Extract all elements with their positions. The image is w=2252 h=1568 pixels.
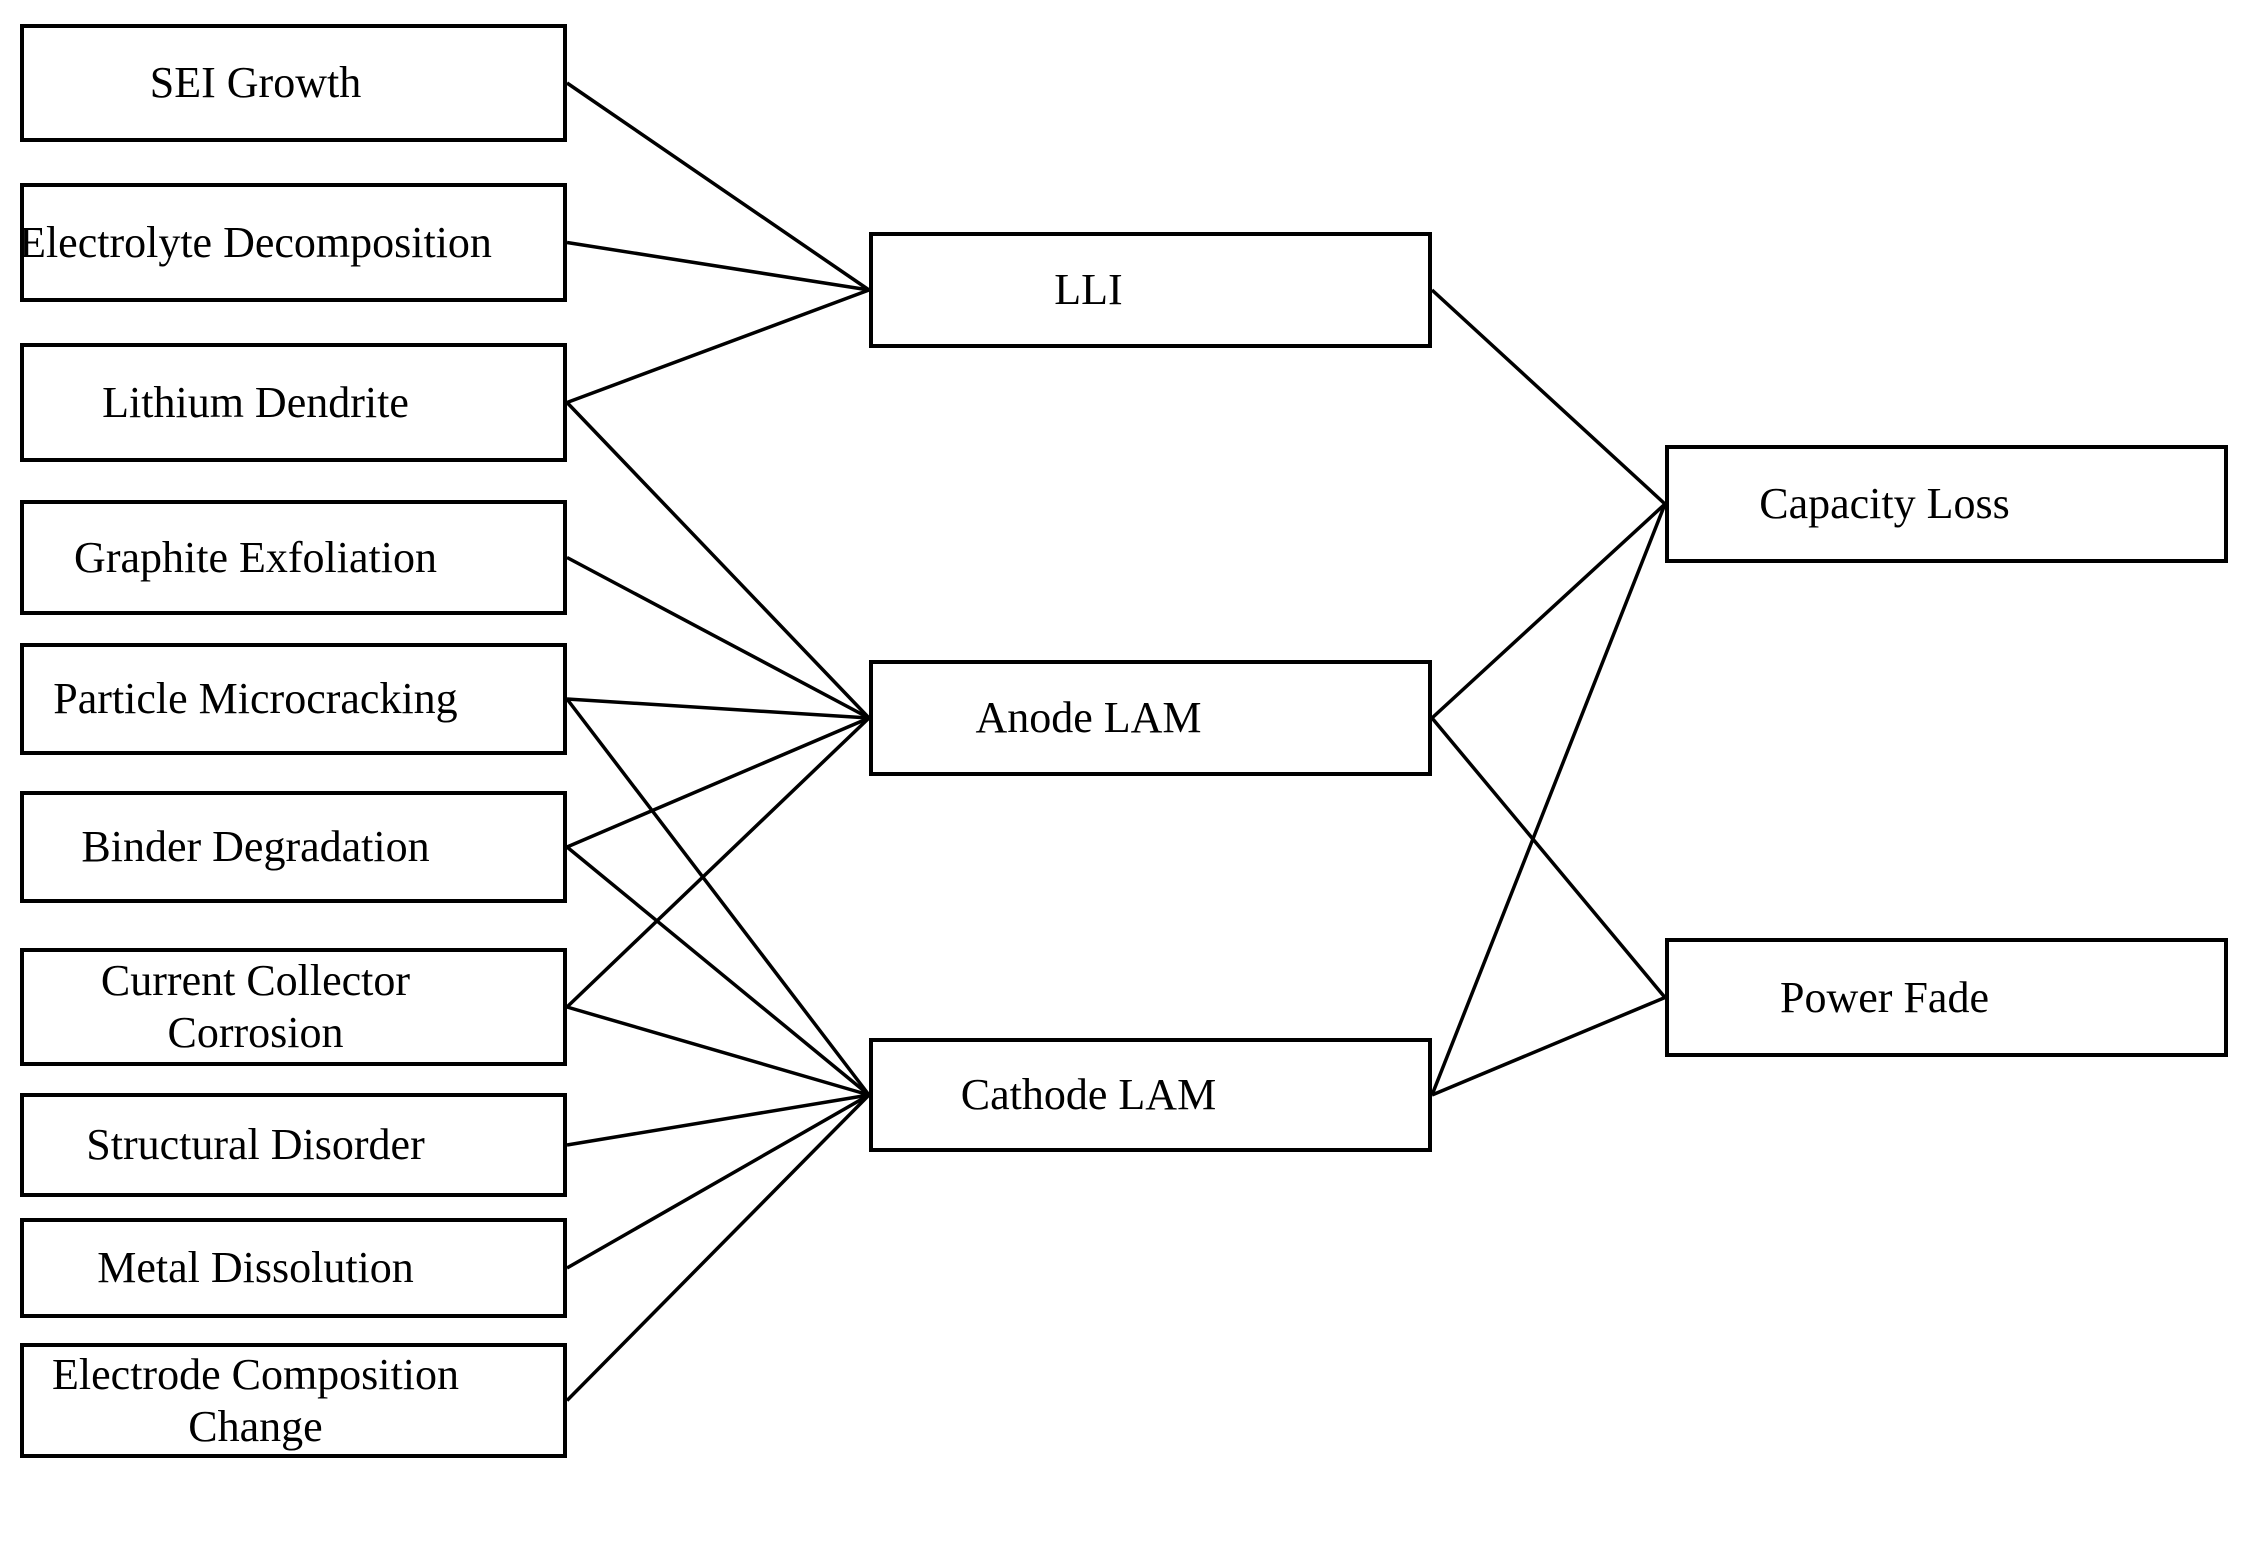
node-anode-lam: Anode LAM	[869, 660, 1432, 776]
node-label: SEI Growth	[149, 58, 362, 108]
edge-binder-degradation-to-cathode-lam	[565, 845, 871, 1097]
edge-binder-degradation-to-anode-lam	[566, 716, 870, 849]
node-electrode-composition-change: Electrode Composition Change	[20, 1343, 567, 1458]
node-label: Structural Disorder	[86, 1120, 425, 1170]
node-graphite-exfoliation: Graphite Exfoliation	[20, 500, 567, 615]
node-lithium-dendrite: Lithium Dendrite	[20, 343, 567, 462]
node-label: Current Collector Corrosion	[100, 956, 411, 1057]
edge-anode-lam-to-power-fade	[1430, 716, 1667, 999]
node-label: Electrode Composition Change	[52, 1349, 459, 1451]
edge-cathode-lam-to-power-fade	[1431, 995, 1666, 1097]
node-lli: LLI	[869, 232, 1432, 348]
node-label: Capacity Loss	[1759, 479, 2010, 529]
node-label: LLI	[1054, 265, 1123, 315]
node-label: Lithium Dendrite	[102, 377, 409, 427]
edge-electrolyte-decomposition-to-lli	[566, 240, 870, 292]
node-label: Power Fade	[1780, 972, 1989, 1022]
edge-metal-dissolution-to-cathode-lam	[566, 1093, 870, 1270]
node-metal-dissolution: Metal Dissolution	[20, 1218, 567, 1318]
edge-sei-growth-to-lli	[566, 81, 870, 292]
edge-lli-to-capacity-loss	[1430, 288, 1667, 506]
edge-electrode-composition-change-to-cathode-lam	[565, 1093, 871, 1402]
edge-current-collector-corrosion-to-cathode-lam	[566, 1005, 870, 1097]
edge-lithium-dendrite-to-lli	[566, 288, 870, 405]
edge-cathode-lam-to-capacity-loss	[1430, 503, 1667, 1096]
node-binder-degradation: Binder Degradation	[20, 791, 567, 903]
node-power-fade: Power Fade	[1665, 938, 2228, 1057]
node-label: Graphite Exfoliation	[74, 532, 437, 582]
edge-structural-disorder-to-cathode-lam	[566, 1093, 870, 1147]
node-sei-growth: SEI Growth	[20, 24, 567, 142]
node-electrolyte-decomposition: Electrolyte Decomposition	[19, 183, 567, 302]
edge-lithium-dendrite-to-anode-lam	[565, 401, 871, 720]
node-label: Binder Degradation	[81, 822, 430, 872]
edge-particle-microcracking-to-anode-lam	[566, 697, 870, 720]
node-capacity-loss: Capacity Loss	[1665, 445, 2228, 563]
node-label: Cathode LAM	[960, 1070, 1217, 1120]
node-structural-disorder: Structural Disorder	[20, 1093, 567, 1197]
edge-anode-lam-to-capacity-loss	[1430, 502, 1667, 720]
edge-particle-microcracking-to-cathode-lam	[565, 697, 871, 1097]
node-particle-microcracking: Particle Microcracking	[20, 643, 567, 755]
node-label: Anode LAM	[975, 693, 1202, 743]
edge-current-collector-corrosion-to-anode-lam	[565, 716, 871, 1009]
node-label: Metal Dissolution	[97, 1243, 414, 1293]
node-current-collector-corrosion: Current Collector Corrosion	[20, 948, 567, 1066]
node-label: Electrolyte Decomposition	[19, 217, 492, 267]
node-cathode-lam: Cathode LAM	[869, 1038, 1432, 1152]
edge-graphite-exfoliation-to-anode-lam	[566, 555, 870, 720]
node-label: Particle Microcracking	[53, 674, 458, 724]
